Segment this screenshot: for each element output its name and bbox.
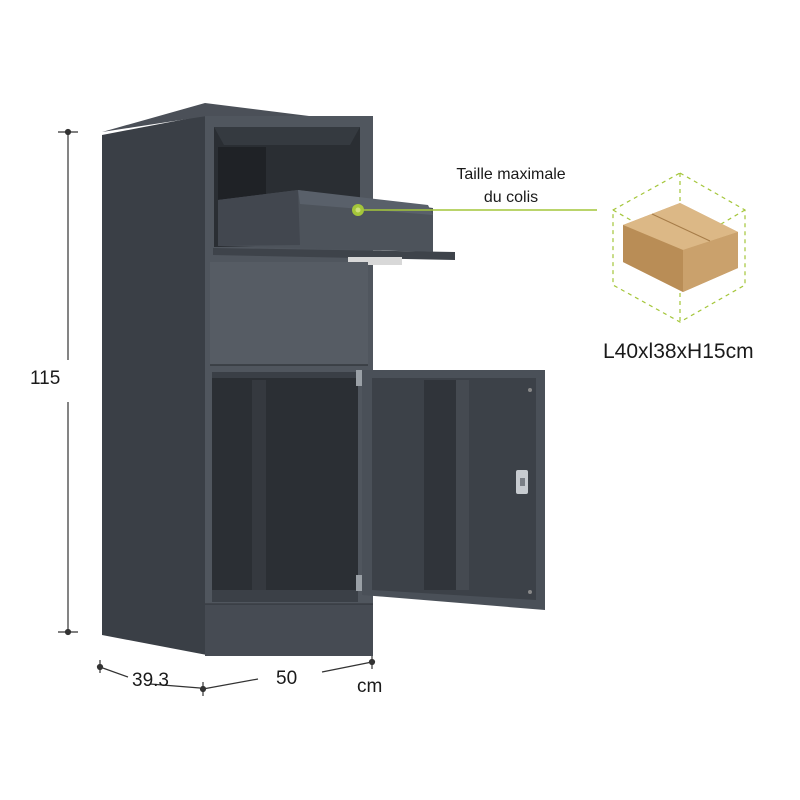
base-dimension-lines <box>96 655 376 696</box>
parcel-box-icon <box>612 172 746 323</box>
height-dimension-line <box>58 128 78 636</box>
drop-flap <box>213 190 455 265</box>
height-label: 115 <box>30 368 61 389</box>
lower-hinge <box>356 575 362 591</box>
width-label: 50 <box>276 668 298 689</box>
unit-label: cm <box>357 676 383 697</box>
parcel-size-label: L40xl38xH15cm <box>603 340 754 363</box>
depth-label: 39.3 <box>132 670 169 691</box>
callout-pointer <box>352 204 597 216</box>
callout-line-1: Taille maximale <box>456 166 566 183</box>
max-parcel-callout: Taille maximale du colis <box>446 163 576 209</box>
middle-panel <box>210 262 368 365</box>
callout-line-2: du colis <box>483 189 539 206</box>
open-door <box>362 370 545 610</box>
cabinet-side-panel <box>102 115 207 655</box>
cabinet-plinth <box>205 604 373 656</box>
parcel-box-cabinet <box>102 103 545 656</box>
lower-compartment <box>212 372 358 602</box>
upper-hinge <box>356 370 362 386</box>
